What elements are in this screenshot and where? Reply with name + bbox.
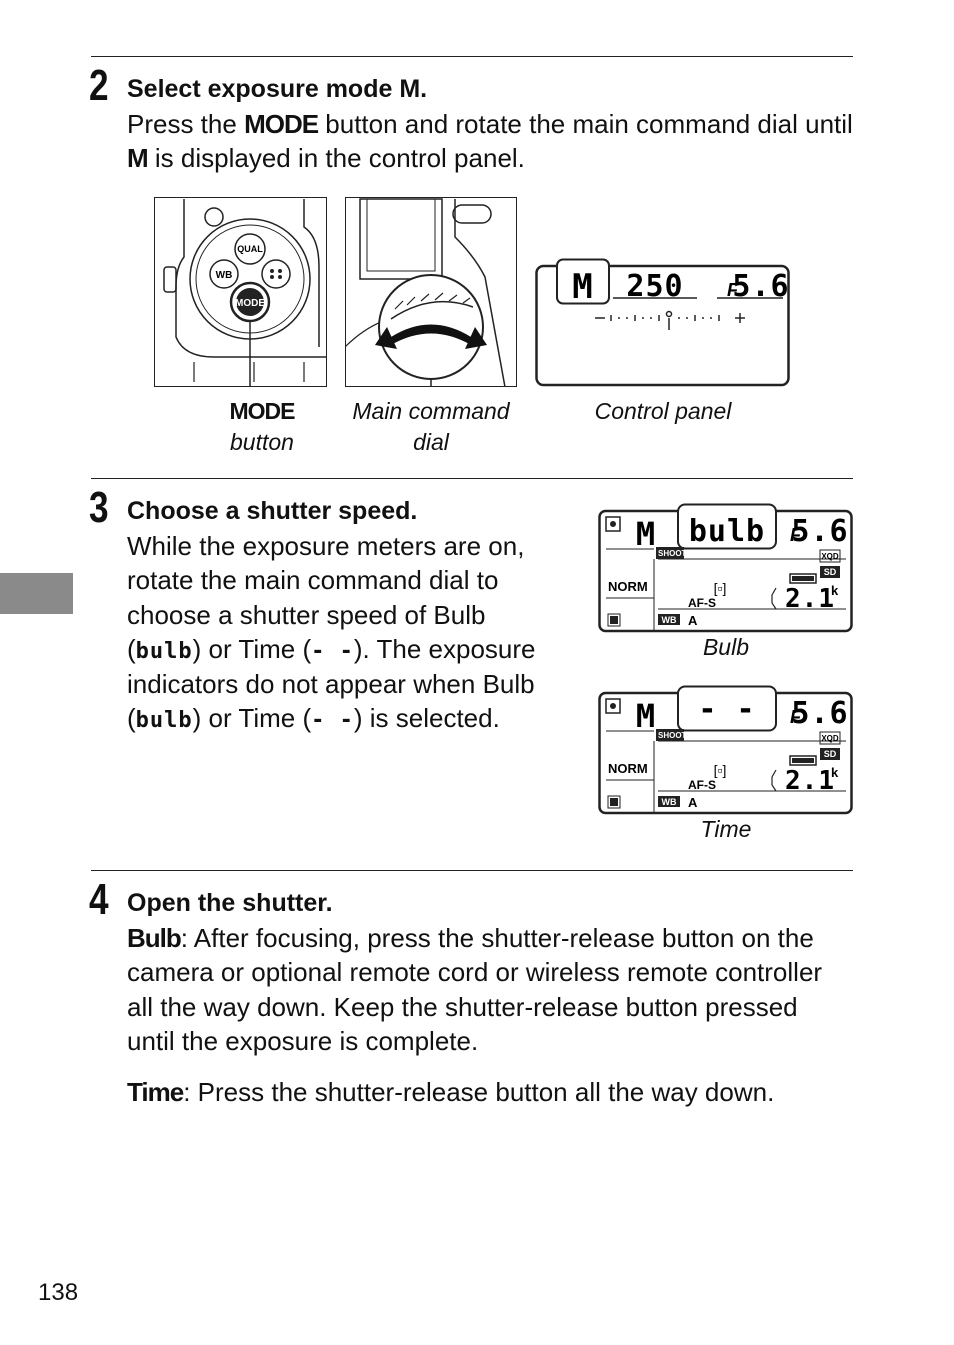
time-lcd-glyph: - -	[311, 639, 354, 664]
time-lcd-norm: NORM	[608, 761, 648, 776]
bulb-lcd-glyph: bulb	[135, 639, 193, 664]
time-lcd-afs: AF-S	[688, 778, 716, 792]
time-lcd-wb-badge: WB	[662, 797, 677, 807]
page-number: 138	[38, 1279, 79, 1306]
step2-title: Select exposure mode M.	[127, 75, 428, 103]
caption-mode-key: MODE	[229, 398, 296, 424]
section-rule-step4	[91, 870, 853, 871]
time-lcd-remaining: 2.1	[785, 766, 835, 796]
panel-shutter-speed: 250	[626, 269, 683, 304]
camera-mode-button-illustration: QUAL WB MODE	[154, 197, 327, 387]
time-lcd-aperture-prefix: F	[790, 707, 802, 727]
control-panel-illustration: M 250 F 5.6	[535, 258, 790, 387]
step4-bulb-line1: Bulb: After focusing, press the shutter-…	[127, 921, 814, 956]
step4-bulb-text1: : After focusing, press the shutter-rele…	[180, 923, 814, 953]
time-lcd-sd: SD	[824, 749, 837, 759]
step4-time-text: : Press the shutter-release button all t…	[183, 1077, 775, 1107]
step4-time-line: Time: Press the shutter-release button a…	[127, 1075, 774, 1110]
bulb-lcd-wb-value: A	[688, 613, 698, 628]
caption-bulb: Bulb	[702, 634, 750, 660]
time-lcd-af-point-icon: [▫]	[714, 762, 727, 778]
lcd-bulb-illustration: M bulb F 5.6 SHOOT XQD SD NORM [▫] AF-S …	[598, 503, 853, 633]
step4-bulb-line2: camera or optional remote cord or wirele…	[127, 957, 823, 987]
bulb-lcd-wb-badge: WB	[662, 615, 677, 625]
main-command-dial-illustration	[345, 197, 517, 387]
mode-button-label: MODE	[235, 298, 265, 309]
step4-title: Open the shutter.	[127, 889, 333, 917]
caption-dial-line2: dial	[413, 429, 449, 455]
bulb-lcd-aperture: 5.6	[791, 514, 848, 549]
time-lcd-shoot: SHOOT	[658, 731, 687, 740]
step2-line2: M is displayed in the control panel.	[127, 141, 525, 176]
time-lcd-wb-value: A	[688, 795, 698, 810]
step-number-2: 2	[89, 61, 109, 110]
step2-line1: Press the MODE button and rotate the mai…	[127, 107, 853, 142]
step3-line6-mid: ) or Time (	[192, 703, 312, 733]
bulb-lcd-aperture-prefix: F	[790, 525, 802, 545]
time-lcd-k: k	[831, 765, 839, 780]
lcd-time-illustration: M - - F 5.6 SHOOT XQD SD NORM [▫] AF-S 2…	[598, 685, 853, 815]
panel-aperture: 5.6	[732, 269, 789, 304]
bulb-lcd-xqd: XQD	[821, 552, 839, 561]
step3-line3: choose a shutter speed of Bulb	[127, 600, 486, 630]
bulb-lcd-norm: NORM	[608, 579, 648, 594]
bulb-lcd-glyph-2: bulb	[135, 708, 193, 733]
step3-line4-pre: (	[127, 634, 136, 664]
step3-title: Choose a shutter speed.	[127, 497, 418, 525]
bulb-lcd-k: k	[831, 583, 839, 598]
step-number-4: 4	[89, 875, 109, 924]
bulb-lcd-remaining: 2.1	[785, 584, 835, 614]
caption-time: Time	[700, 816, 752, 842]
time-label: Time	[127, 1077, 184, 1107]
step3-line6: (bulb) or Time (- -) is selected.	[127, 701, 500, 739]
panel-aperture-prefix: F	[727, 280, 739, 300]
caption-control-panel: Control panel	[594, 398, 732, 424]
step-number-3: 3	[89, 483, 109, 532]
bulb-label: Bulb	[127, 923, 182, 953]
step3-line2: rotate the main command dial to	[127, 565, 499, 595]
time-lcd-glyph-2: - -	[311, 708, 354, 733]
step3-line4-post: ). The exposure	[353, 634, 536, 664]
wb-button-label: WB	[216, 270, 233, 281]
time-lcd-shutter: - -	[698, 692, 755, 727]
time-lcd-mode: M	[636, 697, 656, 735]
step2-line1-pre: Press the	[127, 109, 245, 139]
step3-line6-post: ) is selected.	[353, 703, 500, 733]
caption-main-command-dial: Main command dial	[340, 396, 522, 458]
time-lcd-aperture: 5.6	[791, 696, 848, 731]
time-lcd-xqd: XQD	[821, 734, 839, 743]
bulb-lcd-af-point-icon: [▫]	[714, 580, 727, 596]
step3-line4-mid: ) or Time (	[192, 634, 312, 664]
step4-bulb-line4: until the exposure is complete.	[127, 1026, 479, 1056]
caption-dial-line1: Main command	[352, 398, 510, 424]
step4-bulb-line3: all the way down. Keep the shutter-relea…	[127, 992, 798, 1022]
bulb-lcd-shutter: bulb	[689, 514, 765, 549]
bulb-lcd-afs: AF-S	[688, 596, 716, 610]
bulb-lcd-shoot: SHOOT	[658, 549, 687, 558]
panel-mode-m: M	[572, 267, 593, 307]
chapter-thumb-tab	[0, 573, 73, 614]
bulb-lcd-mode: M	[636, 515, 656, 553]
bulb-lcd-sd: SD	[824, 567, 837, 577]
caption-mode-button: MODE button	[196, 396, 328, 458]
step3-line4: (bulb) or Time (- -). The exposure	[127, 632, 535, 670]
section-rule-step3	[91, 478, 853, 479]
step3-line1: While the exposure meters are on,	[127, 531, 525, 561]
step3-line5: indicators do not appear when Bulb	[127, 669, 535, 699]
mode-key-label: MODE	[244, 109, 319, 139]
m-key-label: M	[127, 143, 149, 173]
section-rule-top	[91, 56, 853, 57]
step2-line2-post: is displayed in the control panel.	[147, 143, 525, 173]
qual-button-label: QUAL	[237, 244, 263, 254]
step3-line6-pre: (	[127, 703, 136, 733]
step2-line1-post: button and rotate the main command dial …	[318, 109, 853, 139]
caption-mode-text: button	[230, 429, 294, 455]
exposure-indicator	[595, 310, 745, 330]
